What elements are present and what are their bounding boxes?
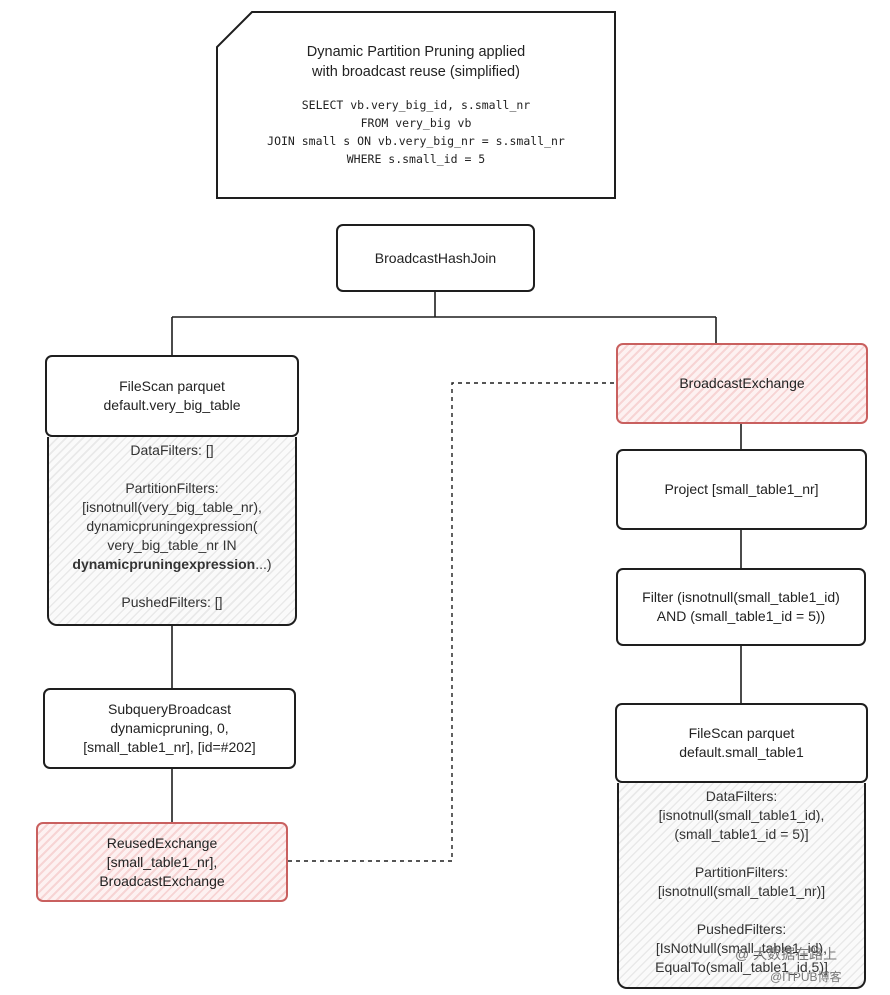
left-filescan-details: DataFilters: [] PartitionFilters: [isnot… xyxy=(47,437,297,626)
header-note: Dynamic Partition Pruning applied with b… xyxy=(217,12,615,198)
right-pushed-filters: PushedFilters: [IsNotNull(small_table1_i… xyxy=(655,921,828,975)
broadcast-hash-join-node: BroadcastHashJoin xyxy=(336,224,535,292)
right-data-filters: DataFilters: [isnotnull(small_table1_id)… xyxy=(658,788,825,842)
broadcast-reuse-dashed-line xyxy=(288,382,616,862)
diagram-title: Dynamic Partition Pruning applied with b… xyxy=(306,44,526,80)
broadcast-exchange-node: BroadcastExchange xyxy=(616,343,868,424)
left-pushed-filters: PushedFilters: [] xyxy=(121,594,223,610)
filter-node: Filter (isnotnull(small_table1_id) AND (… xyxy=(616,568,866,646)
project-node: Project [small_table1_nr] xyxy=(616,449,867,530)
reused-exchange-node: ReusedExchange [small_table1_nr], Broadc… xyxy=(36,822,288,902)
watermark-line-1: @ 大数据在路上 xyxy=(735,946,838,962)
header-note-outline xyxy=(216,11,616,199)
right-filescan-details: DataFilters: [isnotnull(small_table1_id)… xyxy=(617,783,866,989)
right-filescan-node: FileScan parquet default.small_table1 xyxy=(615,703,868,783)
left-data-filters: DataFilters: [] xyxy=(130,442,214,458)
right-partition-filters: PartitionFilters: [isnotnull(small_table… xyxy=(657,864,826,899)
left-filescan-node: FileScan parquet default.very_big_table xyxy=(45,355,299,437)
watermark-line-2: @ITPUB博客 xyxy=(770,970,842,984)
left-partition-filters: PartitionFilters: [isnotnull(very_big_ta… xyxy=(72,480,272,572)
sql-query: SELECT vb.very_big_id, s.small_nr FROM v… xyxy=(267,98,565,166)
subquery-broadcast-node: SubqueryBroadcast dynamicpruning, 0, [sm… xyxy=(43,688,296,769)
